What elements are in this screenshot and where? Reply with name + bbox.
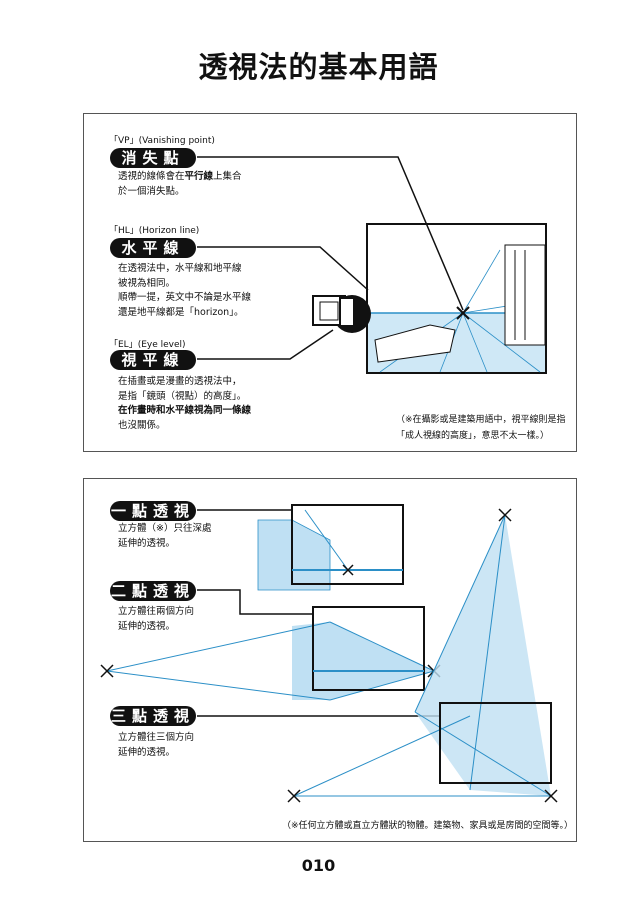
- hl-pill: 水平線: [110, 238, 196, 258]
- two-point-pill: 二點透視: [110, 581, 196, 601]
- top-note: （※在攝影或是建築用語中，視平線則是指「成人視線的高度」，意思不太一樣。）: [396, 412, 566, 444]
- three-point-description: 立方體往三個方向延伸的透視。: [118, 731, 194, 760]
- text: 在插畫或是漫畫的透視法中，: [118, 376, 242, 387]
- text: （※在攝影或是建築用語中，視平線則是指: [396, 415, 566, 425]
- el-pill: 視平線: [110, 350, 196, 370]
- text: 上集合: [213, 171, 242, 182]
- two-point-illustration: [100, 606, 441, 701]
- camera-icon: [312, 295, 371, 333]
- el-description: 在插畫或是漫畫的透視法中， 是指「鏡頭（視點）的高度」。在作畫時和水平線視為同一條…: [118, 375, 251, 433]
- hl-label: 「HL」(Horizon line): [109, 226, 200, 236]
- page-number: 010: [301, 856, 336, 875]
- leader-lines: [197, 156, 464, 717]
- three-point-illustration: [287, 508, 558, 803]
- text: 是指「鏡頭（視點）的高度」。: [118, 390, 247, 402]
- text: 延伸的透視。: [118, 620, 176, 632]
- one-point-illustration: [257, 504, 404, 591]
- hl-description: 在透視法中，水平線和地平線被視為相同。順帶一提，英文中不論是水平線還是地平線都是…: [118, 262, 251, 320]
- text: 立方體（※）只往深處: [118, 523, 212, 534]
- text: 被視為相同。: [118, 277, 176, 289]
- text: 也沒關係。: [118, 419, 166, 431]
- text: 還是地平線都是「horizon」。: [118, 306, 244, 318]
- text: 延伸的透視。: [118, 746, 176, 758]
- text: 立方體往兩個方向: [118, 606, 195, 617]
- page-title: 透視法的基本用語: [198, 50, 439, 84]
- el-label: 「EL」(Eye level): [109, 340, 186, 350]
- text: 順帶一提，英文中不論是水平線: [118, 292, 252, 303]
- text: 「成人視線的高度」，意思不太一樣。）: [396, 431, 550, 441]
- one-point-pill: 一點透視: [110, 501, 196, 521]
- room-illustration: [366, 223, 547, 374]
- vp-label: 「VP」(Vanishing point): [109, 136, 215, 146]
- two-point-description: 立方體往兩個方向延伸的透視。: [118, 605, 194, 634]
- text-bold: 平行線: [184, 171, 214, 182]
- one-point-description: 立方體（※）只往深處延伸的透視。: [118, 522, 211, 551]
- vp-description: 透視的線條會在平行線上集合於一個消失點。: [118, 170, 242, 199]
- text-bold: 在作畫時和水平線視為同一條線: [118, 405, 252, 416]
- text: 在透視法中，水平線和地平線: [118, 263, 242, 274]
- text: 透視的線條會在: [118, 171, 185, 182]
- bottom-note: （※任何立方體或直立方體狀的物體。建築物、家具或是房間的空間等。）: [282, 821, 574, 831]
- text: 延伸的透視。: [118, 537, 176, 549]
- vp-pill: 消失點: [110, 148, 196, 168]
- text: 立方體往三個方向: [118, 732, 195, 743]
- three-point-pill: 三點透視: [110, 706, 196, 726]
- text: 於一個消失點。: [118, 185, 185, 197]
